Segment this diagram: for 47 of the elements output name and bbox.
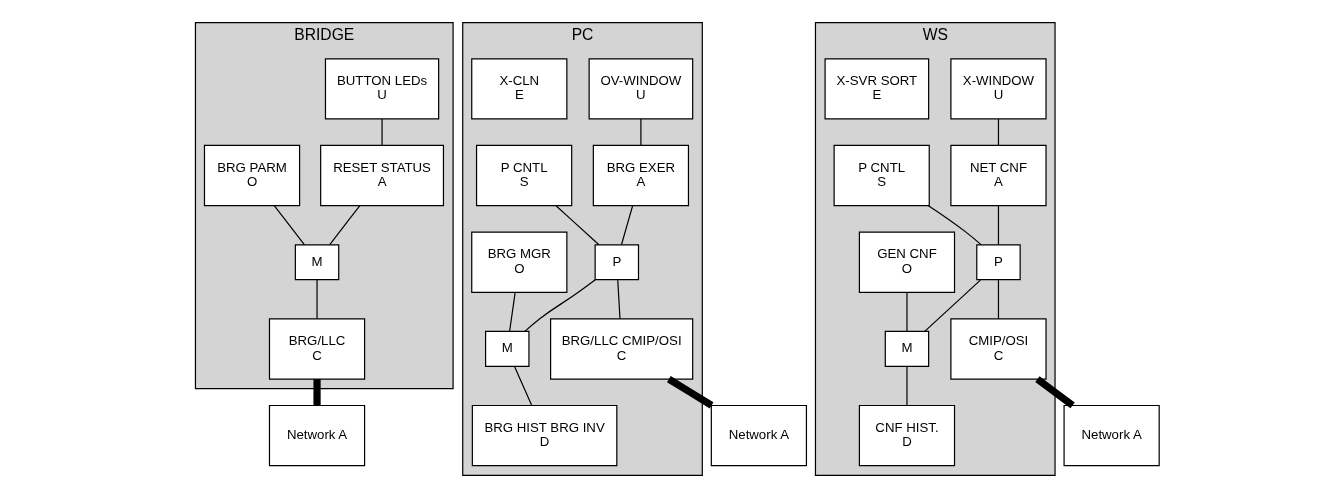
node-box: P CNTL S <box>475 144 572 207</box>
node-box: BRG MGR O <box>470 231 567 293</box>
node-box: Network A <box>710 404 807 467</box>
connector <box>315 279 318 320</box>
node-box: BRG EXER A <box>592 144 689 207</box>
node-box: GEN CNF O <box>858 231 955 293</box>
node-box: CNF HIST. D <box>858 404 955 467</box>
connector <box>508 291 516 332</box>
connector <box>923 279 981 332</box>
connector <box>620 205 633 246</box>
node-box: M <box>484 330 530 367</box>
connector <box>273 205 305 246</box>
node-box: X-CLN E <box>470 58 567 120</box>
connector <box>927 205 982 246</box>
connector <box>905 291 908 332</box>
node-box: M <box>294 244 339 281</box>
connector <box>513 366 532 407</box>
connector <box>666 376 713 409</box>
node-box: BRG PARM O <box>203 144 300 207</box>
node-box: X-WINDOW U <box>949 58 1047 120</box>
node-box: CMIP/OSI C <box>949 318 1047 380</box>
node-box: P <box>594 244 639 281</box>
connector <box>616 279 621 320</box>
node-box: Network A <box>1062 404 1160 467</box>
connector <box>997 279 999 320</box>
connector <box>1034 376 1075 409</box>
connector <box>997 118 999 146</box>
node-box: RESET STATUS A <box>319 144 444 207</box>
node-box: NET CNF A <box>949 144 1047 207</box>
connector <box>312 379 321 406</box>
node-box: BRG HIST BRG INV D <box>471 404 617 467</box>
connector <box>997 205 999 246</box>
node-box: BUTTON LEDs U <box>324 58 439 120</box>
node-box: M <box>884 330 929 367</box>
connector <box>328 205 360 246</box>
connector <box>905 366 908 407</box>
connector <box>554 205 599 246</box>
node-box: P <box>975 244 1021 281</box>
node-box: P CNTL S <box>833 144 930 207</box>
node-box: BRG/LLC C <box>268 318 365 380</box>
connector <box>639 118 641 146</box>
node-box: OV-WINDOW U <box>588 58 693 120</box>
connector <box>523 279 596 333</box>
node-box: BRG/LLC CMIP/OSI C <box>549 318 693 380</box>
node-box: X-SVR SORT E <box>824 58 929 120</box>
connector <box>380 118 383 146</box>
node-box: Network A <box>268 404 365 467</box>
